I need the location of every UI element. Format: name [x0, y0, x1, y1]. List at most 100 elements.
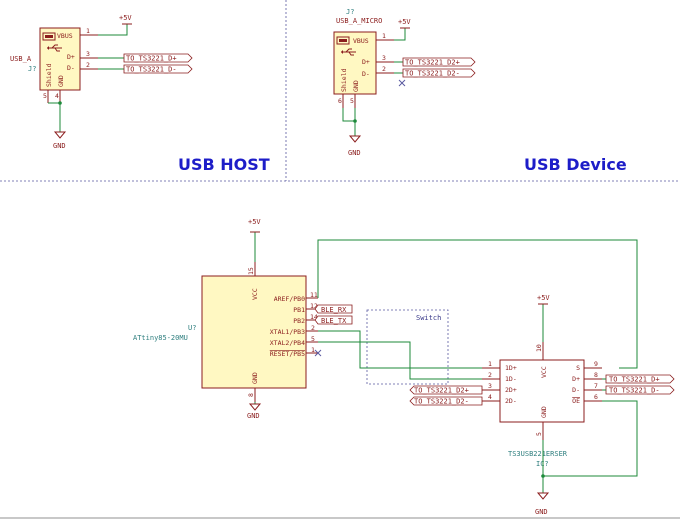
sw-pin-num-1dm: 2 — [488, 371, 492, 379]
usb-symbol-icon — [336, 36, 356, 56]
svg-text:TO_TS3221_D-: TO_TS3221_D- — [609, 387, 660, 395]
junction-device-gnd — [353, 119, 357, 123]
j-host-pin-gnd-label: GND — [57, 75, 65, 87]
sw-pin-1dp-label: 1D+ — [505, 364, 517, 372]
sw-pin-num-1dp: 1 — [488, 360, 492, 368]
j-device-ref: J? — [346, 8, 354, 16]
sw-pin-oe-label: OE — [572, 397, 580, 405]
j-host-pin-vbus-label: VBUS — [57, 32, 73, 40]
j-host-pin-dm-label: D- — [67, 64, 75, 72]
sw-pin-dm-label: D- — [572, 386, 580, 394]
svg-text:+5V: +5V — [119, 14, 132, 22]
wire-aref-to-s — [317, 239, 638, 369]
j-device-pin-num-gnd: 5 — [350, 97, 354, 105]
j-device-pin-vbus-label: VBUS — [353, 37, 369, 45]
mcu-pin-xtal1-label: XTAL1/PB3 — [270, 328, 305, 336]
j-device-pin-num-vbus: 1 — [382, 32, 386, 40]
section-title-usb-host: USB HOST — [178, 155, 270, 174]
switch-ref: IC? — [536, 460, 549, 468]
mcu-attiny85[interactable]: VCC GND AREF/PB0 PB1 PB2 XTAL1/PB3 XTAL2… — [201, 262, 318, 402]
mcu-pin-num-gnd: 8 — [247, 393, 255, 397]
mcu-pin-num-pb1: 12 — [310, 302, 318, 310]
sw-pin-2dp-label: 2D+ — [505, 386, 517, 394]
j-host-pin-num-shield: 5 — [43, 92, 47, 100]
switch-value: TS3USB221ERSER — [508, 450, 568, 458]
sw-pin-vcc-label: VCC — [540, 366, 548, 378]
wire-device-gnd — [342, 108, 356, 136]
sw-pin-num-vcc: 10 — [535, 344, 543, 352]
ground-symbol-device: GND — [348, 135, 362, 157]
usb-host-connector[interactable]: VBUS D+ D- Shield GND 1 3 2 5 4 — [39, 27, 98, 103]
net-label-device-dm: TO_TS3221_D2- — [402, 68, 476, 78]
svg-text:TO_TS3221_D+: TO_TS3221_D+ — [126, 55, 177, 63]
svg-text:BLE_TX: BLE_TX — [321, 317, 347, 325]
j-device-pin-gnd-label: GND — [352, 80, 360, 92]
wire-oe-to-gnd — [543, 400, 638, 477]
mcu-pin-aref-label: AREF/PB0 — [274, 295, 305, 303]
j-device-pin-num-shield: 6 — [338, 97, 342, 105]
ground-symbol-host: GND — [53, 131, 67, 150]
sw-pin-num-s: 9 — [594, 360, 598, 368]
svg-text:BLE_RX: BLE_RX — [321, 306, 347, 314]
usb-symbol-icon — [42, 32, 62, 52]
svg-text:GND: GND — [348, 149, 361, 157]
mcu-pin-pb1-label: PB1 — [293, 306, 305, 314]
junction-host-gnd — [58, 101, 62, 105]
usb-switch-ts3usb221[interactable]: 1D+ 1D- 2D+ 2D- S D+ D- OE VCC GND 1 2 3… — [482, 342, 602, 440]
ground-symbol-switch: GND — [535, 492, 550, 516]
sw-pin-num-oe: 6 — [594, 393, 598, 401]
wire-device-vbus — [394, 28, 406, 41]
power-symbol-device-5v: +5V — [398, 18, 411, 29]
wire-xtal2-to-1dm — [318, 341, 482, 380]
j-host-pin-dp-label: D+ — [67, 53, 75, 61]
j-host-type: USB_A — [10, 55, 32, 63]
j-host-pin-num-gnd: 4 — [55, 92, 59, 100]
mcu-pin-pb2-label: PB2 — [293, 317, 305, 325]
net-label-ble-rx: BLE_RX — [314, 304, 353, 314]
svg-text:+5V: +5V — [398, 18, 411, 26]
j-host-pin-num-vbus: 1 — [86, 27, 90, 35]
sw-pin-2dm-label: 2D- — [505, 397, 517, 405]
no-connect-device-shield — [398, 79, 406, 87]
sw-pin-1dm-label: 1D- — [505, 375, 517, 383]
power-symbol-switch-5v: +5V — [537, 294, 550, 305]
net-label-switch-2dm: TO_TS3221_D2- — [409, 396, 483, 406]
svg-text:GND: GND — [247, 412, 260, 420]
mcu-pin-num-reset: 1 — [311, 346, 315, 354]
svg-text:+5V: +5V — [537, 294, 550, 302]
sw-pin-gnd-label: GND — [540, 406, 548, 418]
net-label-switch-dm: TO_TS3221_D- — [605, 385, 675, 395]
mcu-pin-reset-label: RESET/PB5 — [270, 350, 305, 358]
wire-host-vbus — [98, 24, 128, 36]
sw-pin-s-label: S — [576, 364, 580, 372]
net-label-switch-2dp: TO_TS3221_D2+ — [409, 385, 483, 395]
j-device-type: USB_A_MICRO — [336, 17, 382, 25]
net-label-host-dm: TO_TS3221_D- — [123, 64, 193, 74]
svg-text:TO_TS3221_D2+: TO_TS3221_D2+ — [414, 387, 469, 395]
power-symbol-mcu-5v: +5V — [248, 218, 261, 233]
svg-text:TO_TS3221_D2+: TO_TS3221_D2+ — [405, 59, 460, 67]
sw-pin-num-2dp: 3 — [488, 382, 492, 390]
net-label-switch-dp: TO_TS3221_D+ — [605, 374, 675, 384]
net-label-host-dp: TO_TS3221_D+ — [123, 53, 193, 63]
svg-text:TO_TS3221_D2-: TO_TS3221_D2- — [414, 398, 469, 406]
no-connect-mcu-reset — [314, 349, 322, 357]
ground-symbol-mcu: GND — [247, 403, 262, 420]
svg-text:TO_TS3221_D2-: TO_TS3221_D2- — [405, 70, 460, 78]
svg-text:TO_TS3221_D+: TO_TS3221_D+ — [609, 376, 660, 384]
sw-pin-num-dm: 7 — [594, 382, 598, 390]
mcu-pin-num-xtal1: 2 — [311, 324, 315, 332]
usb-device-connector[interactable]: VBUS D+ D- Shield GND 1 3 2 6 5 — [333, 31, 394, 108]
mcu-pin-num-aref: 11 — [310, 291, 318, 299]
mcu-pin-vcc-label: VCC — [251, 288, 259, 300]
mcu-pin-xtal2-label: XTAL2/PB4 — [270, 339, 305, 347]
j-host-ref: J? — [28, 65, 36, 73]
net-label-ble-tx: BLE_TX — [314, 315, 353, 325]
wire-host-gnd — [48, 102, 61, 132]
svg-text:GND: GND — [53, 142, 66, 150]
sw-pin-dp-label: D+ — [572, 375, 580, 383]
j-host-pin-num-dp: 3 — [86, 50, 90, 58]
mcu-ref: U? — [188, 324, 196, 332]
mcu-pin-num-vcc: 15 — [247, 267, 255, 275]
wire-xtal1-to-1dp — [318, 330, 482, 369]
